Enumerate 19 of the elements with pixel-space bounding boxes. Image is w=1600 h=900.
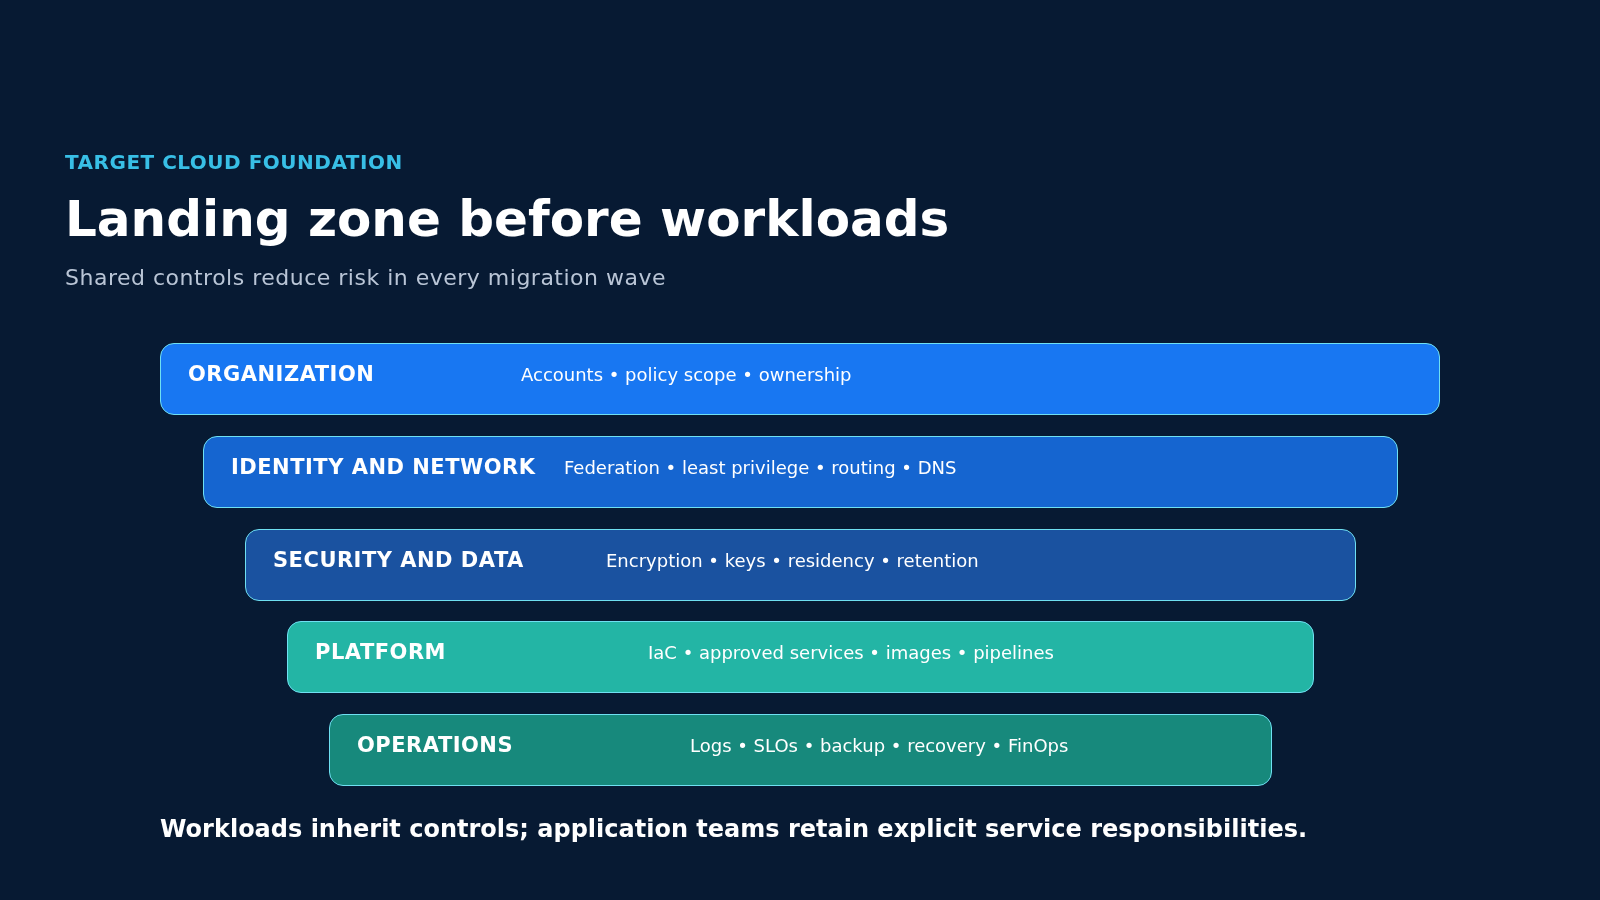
layer-description: IaC • approved services • images • pipelines (648, 642, 1054, 663)
layer-band (203, 436, 1398, 508)
layer-heading: ORGANIZATION (188, 362, 375, 386)
layer-description: Encryption • keys • residency • retention (606, 550, 979, 571)
layer-band (160, 343, 1440, 415)
caption: Workloads inherit controls; application teams retain explicit service responsibilities. (160, 815, 1308, 843)
layer-heading: OPERATIONS (357, 733, 514, 757)
subtitle: Shared controls reduce risk in every migration wave (65, 265, 667, 290)
layer-description: Accounts • policy scope • ownership (521, 364, 852, 385)
layer-description: Federation • least privilege • routing • DNS (564, 457, 957, 478)
layer-heading: SECURITY AND DATA (273, 548, 524, 572)
layer-band (329, 714, 1272, 786)
layer-description: Logs • SLOs • backup • recovery • FinOps (690, 735, 1069, 756)
layer-heading: PLATFORM (315, 640, 446, 664)
title: Landing zone before workloads (65, 192, 950, 247)
eyebrow-text: TARGET CLOUD FOUNDATION (65, 150, 403, 174)
layer-band (245, 529, 1356, 601)
layer-band (287, 621, 1314, 693)
layer-heading: IDENTITY AND NETWORK (231, 455, 536, 479)
